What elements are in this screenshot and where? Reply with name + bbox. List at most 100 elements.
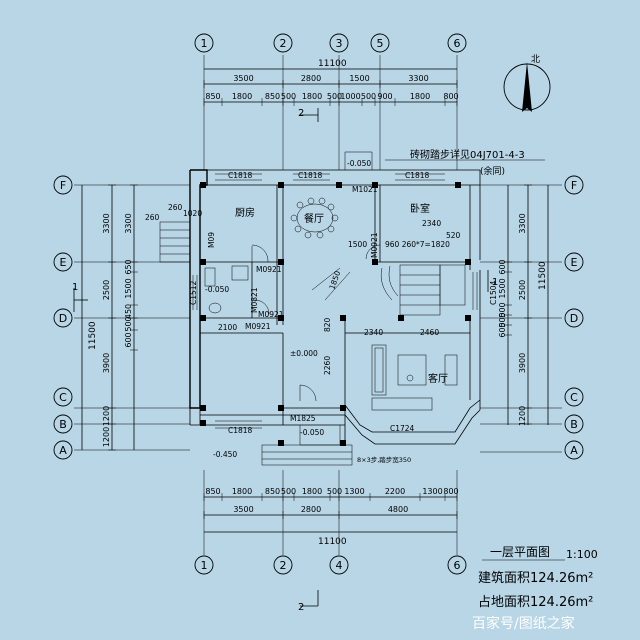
dim-left-inner-0: 3300 — [124, 213, 133, 233]
grid-bubble-top-3: 3 — [329, 33, 349, 53]
dim-left-inner-2: 1500 — [124, 278, 133, 298]
dim-bottom-row2-1: 1800 — [232, 487, 252, 496]
dim-right-seg-3: 1200 — [518, 406, 527, 426]
grid-bubble-left-D: D — [53, 308, 73, 328]
label-2260: 2260 — [323, 356, 332, 375]
dim-left-overall: 11500 — [88, 321, 98, 350]
label-level-050c: -0.050 — [205, 285, 229, 294]
dim-left-inner-1: 650 — [124, 259, 133, 274]
windows — [192, 173, 478, 429]
label-steps-note: 8×3步,踏步宽350 — [357, 455, 411, 464]
grid-bubble-top-5: 5 — [370, 33, 390, 53]
dim-left-seg-4: 1200 — [102, 427, 111, 447]
dim-left-seg-2: 3900 — [102, 353, 111, 373]
grid-bubble-top-2: 2 — [273, 33, 293, 53]
dim-bottom-row2-9: 800 — [443, 487, 458, 496]
grid-bubble-right-B: B — [564, 414, 584, 434]
title-area-land: 占地面积124.26m² — [478, 595, 593, 610]
dim-right-inner-2: 500 — [498, 302, 507, 317]
dim-left-seg-3: 1200 — [102, 406, 111, 426]
room-names: 厨房 餐厅 卧室 客厅 — [235, 202, 448, 385]
grid-bubble-left-E: E — [53, 252, 73, 272]
label-c1818-c: C1818 — [405, 171, 430, 180]
dim-right-inner-1: 1500 — [498, 278, 507, 298]
label-1020: 1020 — [183, 209, 202, 218]
dim-top-row2-1: 1800 — [232, 92, 252, 101]
svg-text:6: 6 — [454, 37, 461, 50]
dim-left-inner-5: 600 — [124, 332, 133, 347]
room-dining: 餐厅 — [304, 212, 324, 225]
grid-lines-horizontal — [74, 184, 562, 453]
svg-text:C: C — [570, 391, 578, 404]
label-level-0: ±0.000 — [290, 349, 318, 358]
label-m0921-b: M0921 — [258, 310, 284, 319]
dim-bottom-row2-3: 500 — [281, 487, 296, 496]
note-line2: (余同) — [480, 165, 505, 177]
label-m0921-c: M0921 — [370, 232, 379, 258]
svg-text:6: 6 — [454, 559, 461, 572]
grid-bubble-left-C: C — [53, 387, 73, 407]
section-mark-2-bottom: 2 — [298, 602, 304, 613]
dim-right-seg-1: 2500 — [518, 280, 527, 300]
grid-bubble-right-D: D — [564, 308, 584, 328]
section-mark-1-right: 1 — [492, 277, 498, 288]
dim-top-row1-1: 2800 — [301, 74, 321, 83]
dim-top-row2-5: 500 — [327, 92, 342, 101]
grid-bubble-bottom-4: 4 — [329, 555, 349, 575]
label-260-a: 260 — [168, 203, 183, 212]
grid-bubble-right-C: C — [564, 387, 584, 407]
label-820: 820 — [323, 317, 332, 332]
svg-text:1: 1 — [201, 559, 208, 572]
svg-text:A: A — [570, 444, 578, 457]
grid-bubble-left-B: B — [53, 414, 73, 434]
svg-text:D: D — [570, 312, 578, 325]
bathroom-fixtures — [204, 265, 249, 314]
dim-left-seg-0: 3300 — [102, 213, 111, 233]
svg-text:1: 1 — [201, 37, 208, 50]
label-c1724: C1724 — [390, 424, 415, 433]
label-m0921-d: M0921 — [245, 322, 271, 331]
svg-text:E: E — [571, 256, 578, 269]
dim-top-row2-4: 1800 — [302, 92, 322, 101]
section-mark-1-left: 1 — [72, 282, 78, 293]
label-level-050a: -0.050 — [347, 159, 371, 168]
dim-right-inner-3: 500 — [498, 312, 507, 327]
grid-bubble-left-F: F — [53, 175, 73, 195]
dim-top-overall: 11100 — [318, 59, 347, 69]
note-line1: 砖砌踏步详见04J701-4-3 — [410, 148, 525, 161]
label-2100: 2100 — [218, 323, 237, 332]
dim-top-row2-3: 500 — [281, 92, 296, 101]
furniture — [204, 197, 458, 411]
dim-bottom-row2-6: 1300 — [344, 487, 364, 496]
dim-top-row2-0: 850 — [205, 92, 220, 101]
title-area-building: 建筑面积124.26m² — [478, 570, 593, 586]
label-1500: 1500 — [348, 240, 367, 249]
svg-text:A: A — [59, 444, 67, 457]
dim-top-row1-2: 1500 — [349, 74, 369, 83]
north-arrow: 北 — [503, 54, 551, 112]
label-c1512: C1512 — [189, 280, 198, 305]
dim-bottom-row2-0: 850 — [205, 487, 220, 496]
dim-right-seg-0: 3300 — [518, 213, 527, 233]
label-2340-a: 2340 — [422, 219, 441, 228]
sofa-set — [371, 344, 458, 411]
grid-bubble-right-F: F — [564, 175, 584, 195]
room-living: 客厅 — [428, 372, 448, 385]
dim-top-row1-3: 3300 — [408, 74, 428, 83]
dim-bottom-row2-8: 1300 — [422, 487, 442, 496]
dim-bottom-overall: 11100 — [318, 537, 347, 547]
staircase — [311, 264, 466, 316]
label-level-450: -0.450 — [213, 450, 237, 459]
grid-bubble-bottom-2: 2 — [273, 555, 293, 575]
dim-top-row2-10: 800 — [443, 92, 458, 101]
svg-text:E: E — [60, 256, 67, 269]
step-detail-note: 砖砌踏步详见04J701-4-3 (余同) — [385, 148, 545, 177]
dim-bottom-row1-1: 2800 — [301, 505, 321, 514]
svg-text:F: F — [60, 179, 66, 192]
